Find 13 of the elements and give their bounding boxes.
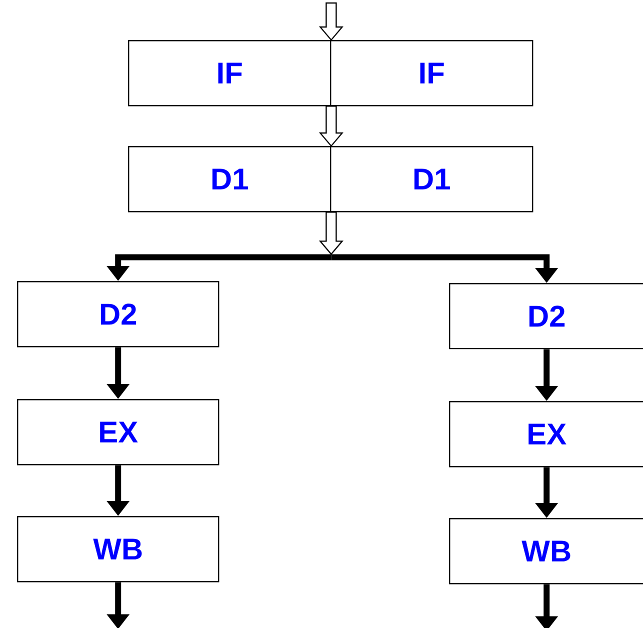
stage-box: WB bbox=[17, 516, 220, 582]
stage-box: WB bbox=[449, 518, 643, 584]
stage-box: IF bbox=[330, 40, 534, 106]
stage-box: D2 bbox=[17, 281, 220, 348]
hollow-arrow bbox=[318, 2, 344, 41]
hollow-arrow bbox=[318, 106, 344, 147]
stage-box: D1 bbox=[330, 146, 534, 212]
stage-box: D2 bbox=[449, 283, 643, 350]
hollow-arrow bbox=[318, 212, 344, 256]
stage-box: EX bbox=[17, 399, 220, 466]
stage-box: EX bbox=[449, 401, 643, 468]
stage-box: IF bbox=[128, 40, 332, 106]
stage-box: D1 bbox=[128, 146, 332, 212]
